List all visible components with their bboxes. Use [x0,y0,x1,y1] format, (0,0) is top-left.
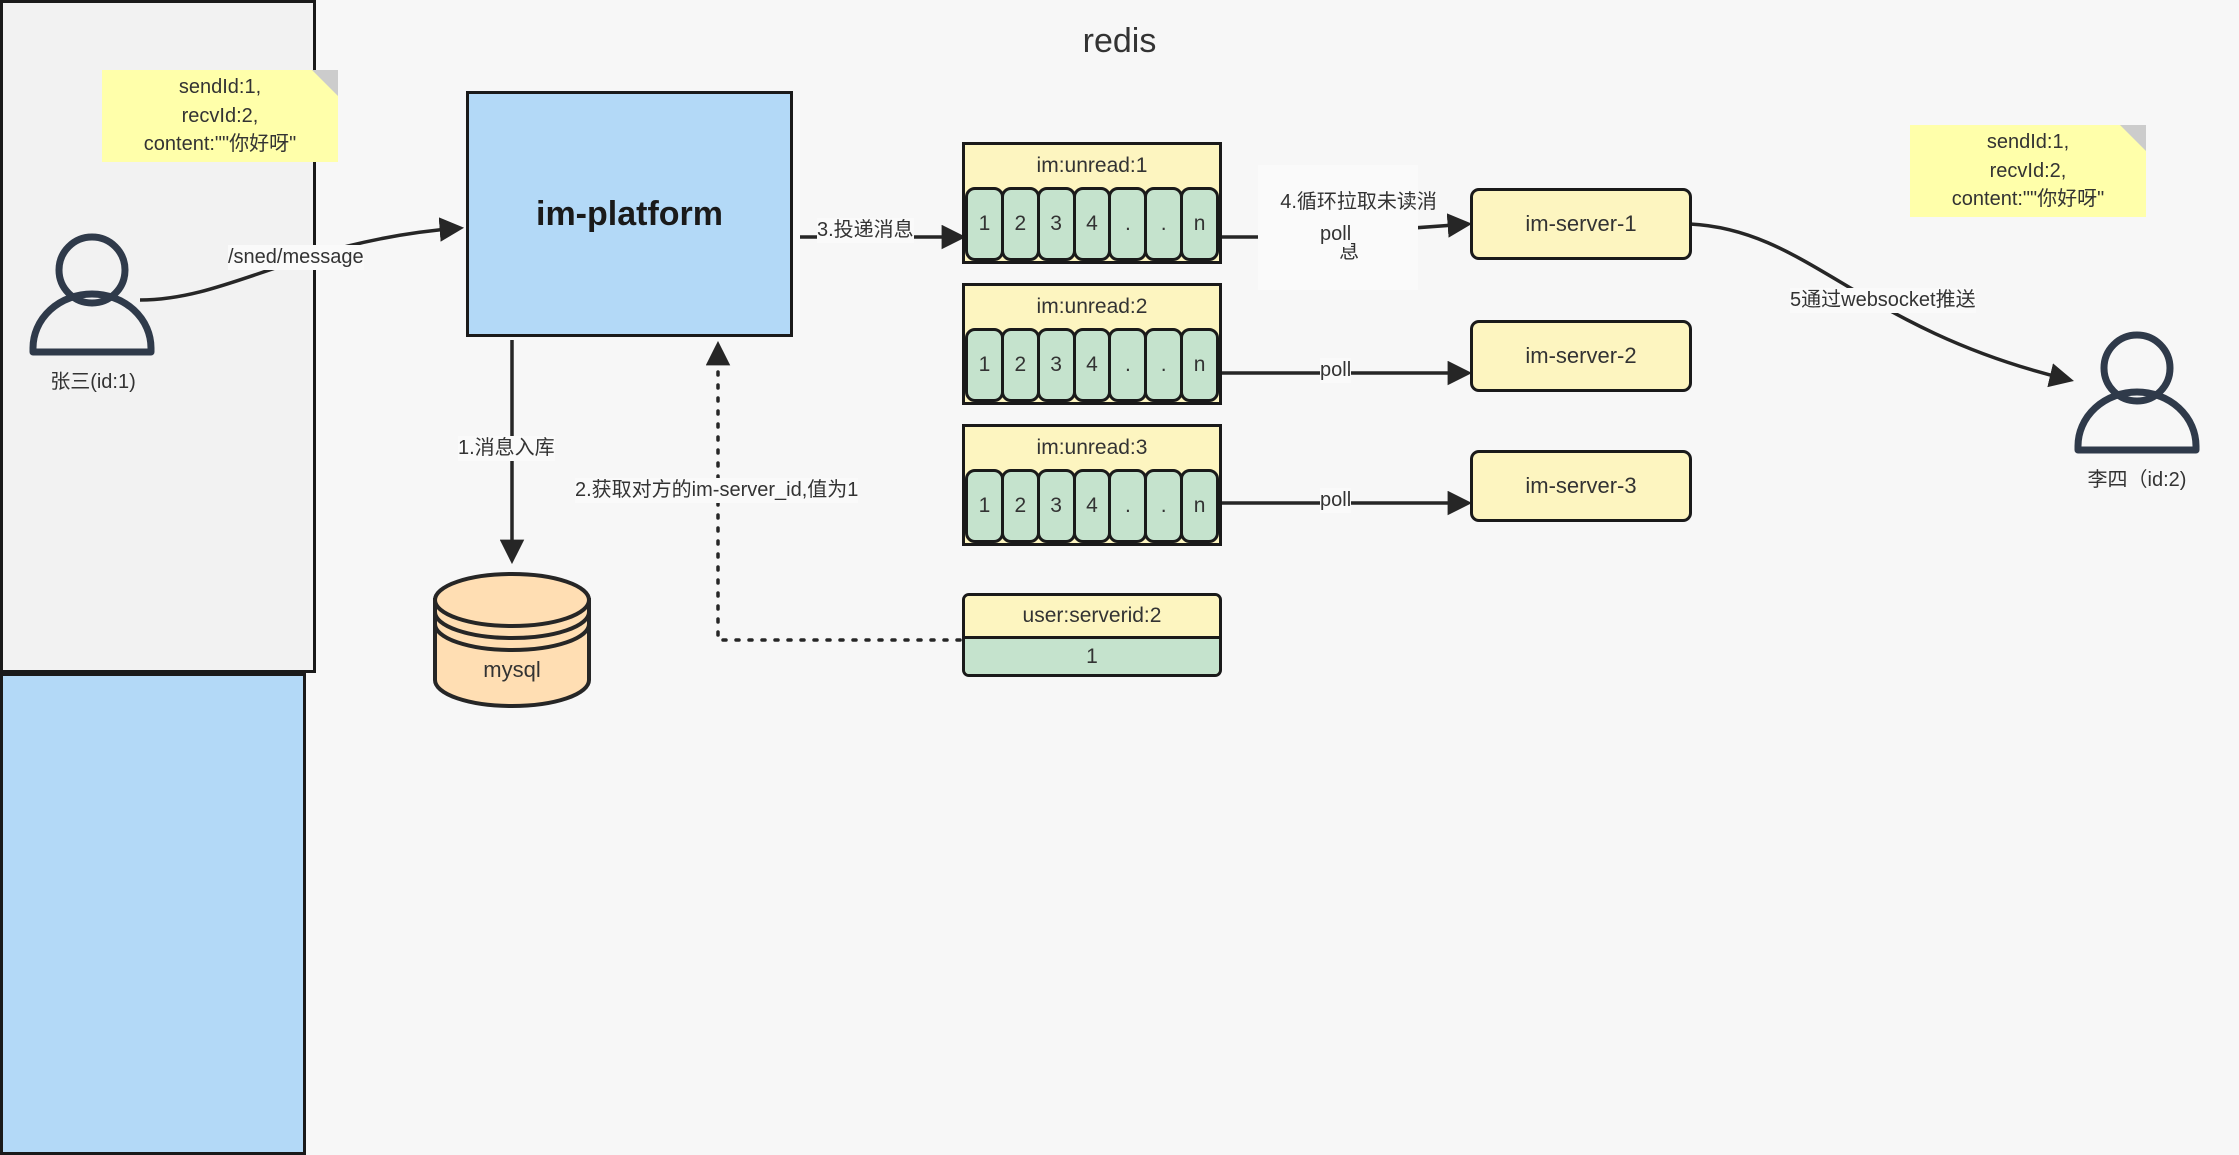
redis-key-label: im:unread:2 [965,286,1219,328]
im-platform-node[interactable]: im-platform [466,91,793,337]
edge-label-poll-1: poll [1320,222,1352,247]
note-line-3: content:""你好呀" [1951,188,2105,211]
redis-list-cells: 1 2 3 4 . . n [965,187,1220,261]
edge-label-send-message: /sned/message [228,245,364,270]
list-cell: . [1144,469,1184,543]
redis-kv-value: 1 [965,636,1219,674]
edge-label-step5: 5通过websocket推送 [1790,288,1976,313]
list-cell: 2 [1000,187,1040,261]
list-cell: n [1180,187,1220,261]
list-cell: . [1144,187,1184,261]
list-cell: . [1108,187,1148,261]
im-platform-label: im-platform [536,194,723,233]
edge-label-step4-line1: 4.循环拉取未读消 [1280,191,1437,213]
edge-server1-to-receiver [1689,222,2074,388]
sender-caption: 张三(id:1) [50,371,136,393]
redis-key-group-im-unread-2[interactable]: im:unread:2 1 2 3 4 . . n [962,283,1222,405]
receiver-caption: 李四（id:2) [2087,469,2187,491]
list-cell: . [1108,469,1148,543]
im-server-1-label: im-server-1 [1525,211,1637,236]
list-cell: 1 [965,187,1004,261]
note-line-1: sendId:1, [178,76,262,99]
redis-list-cells: 1 2 3 4 . . n [965,328,1220,402]
list-cell: n [1180,469,1220,543]
list-cell: 1 [965,328,1004,402]
list-cell: 3 [1036,328,1076,402]
edge-label-poll-3: poll [1320,488,1352,513]
list-cell: 3 [1036,187,1076,261]
mysql-database-icon [433,572,591,708]
list-cell: 3 [1036,469,1076,543]
note-fold-icon [312,70,338,96]
list-cell: 2 [1000,469,1040,543]
user-icon [2074,331,2200,454]
note-line-2: recvId:2, [181,104,259,127]
im-server-3-label: im-server-3 [1525,473,1637,498]
edge-label-step2: 2.获取对方的im-server_id,值为1 [575,478,859,503]
note-line-1: sendId:1, [1986,131,2070,154]
redis-key-group-im-unread-3[interactable]: im:unread:3 1 2 3 4 . . n [962,424,1222,546]
redis-key-label: im:unread:1 [965,145,1219,187]
list-cell: . [1108,328,1148,402]
list-cell: 4 [1072,469,1112,543]
list-cell: 2 [1000,328,1040,402]
im-server-3-node[interactable]: im-server-3 [1470,450,1692,522]
redis-kv-key: user:serverid:2 [965,596,1219,636]
im-server-1-node[interactable]: im-server-1 [1470,188,1692,260]
edge-label-step1: 1.消息入库 [458,436,555,461]
edge-redis-to-platform-dotted [705,340,962,642]
list-cell: 4 [1072,187,1112,261]
edge-label-step3: 3.投递消息 [817,218,914,243]
list-cell: 1 [965,469,1004,543]
sticky-note-left: sendId:1, recvId:2, content:""你好呀" [102,70,338,162]
note-line-2: recvId:2, [1989,159,2067,182]
edge-label-poll-2: poll [1320,358,1352,383]
user-icon [29,233,155,356]
note-fold-icon [2120,125,2146,151]
redis-key-label: im:unread:3 [965,427,1219,469]
im-server-2-label: im-server-2 [1525,343,1637,368]
list-cell: n [1180,328,1220,402]
note-line-3: content:""你好呀" [143,133,297,156]
connector-layer [29,213,2200,708]
sticky-note-right: sendId:1, recvId:2, content:""你好呀" [1910,125,2146,217]
redis-list-cells: 1 2 3 4 . . n [965,469,1220,543]
redis-title: redis [1082,22,1157,60]
redis-key-group-im-unread-1[interactable]: im:unread:1 1 2 3 4 . . n [962,142,1222,264]
mysql-label: mysql [483,657,541,682]
list-cell: 4 [1072,328,1112,402]
redis-kv-user-serverid[interactable]: user:serverid:2 1 [962,593,1222,677]
list-cell: . [1144,328,1184,402]
im-server-2-node[interactable]: im-server-2 [1470,320,1692,392]
